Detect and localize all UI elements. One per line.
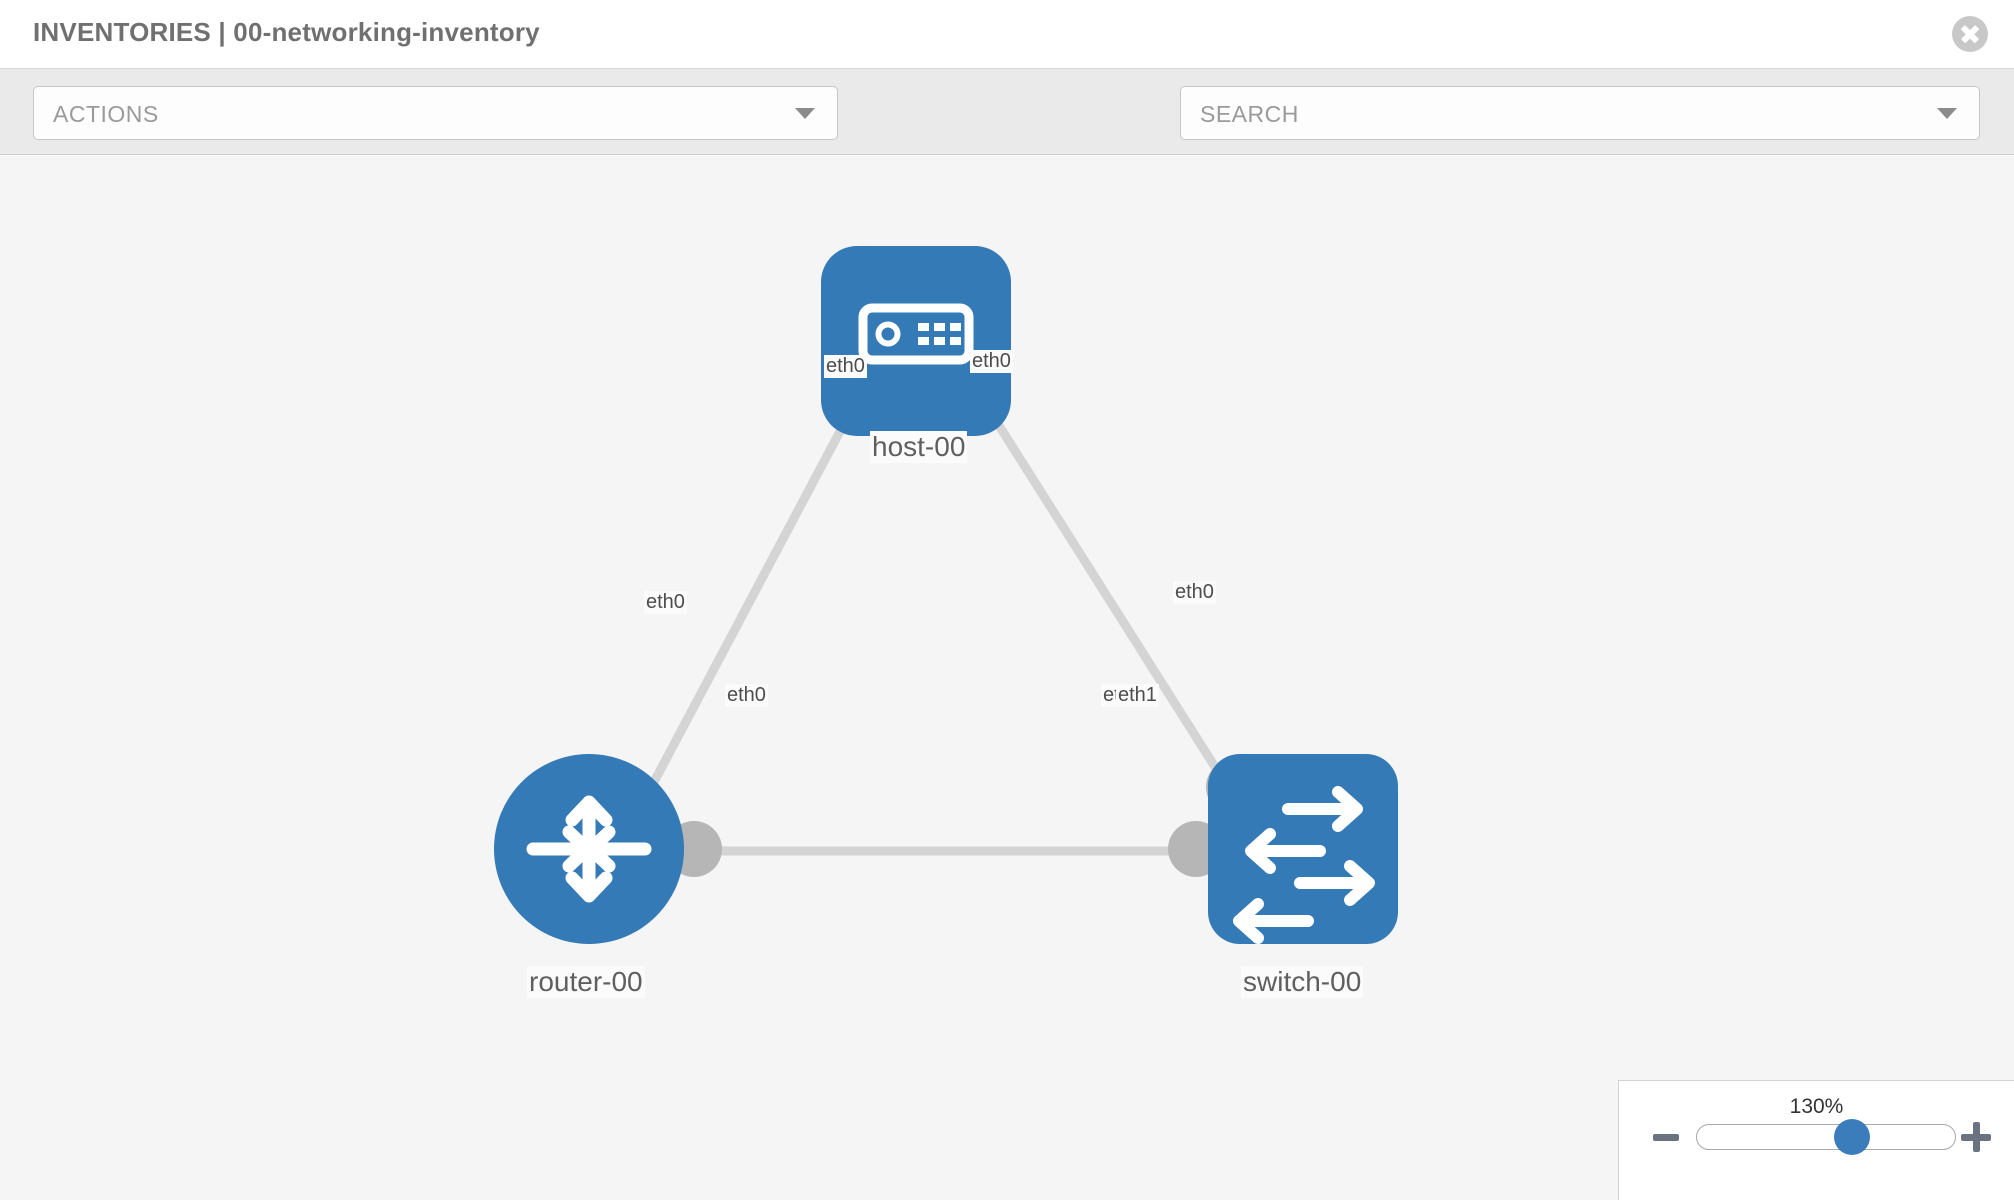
page-title: INVENTORIES | 00-networking-inventory bbox=[33, 17, 540, 47]
topology-graph bbox=[494, 246, 1398, 944]
switch-arrows-icon bbox=[1233, 786, 1375, 944]
zoom-level-label: 130% bbox=[1789, 1095, 1844, 1118]
actions-dropdown-label: ACTIONS bbox=[53, 101, 159, 127]
zoom-slider-thumb[interactable] bbox=[1833, 1119, 1870, 1155]
topology-canvas[interactable]: eth0 eth0 eth0 eth0 eth0 eth0 eth1 host-… bbox=[0, 156, 2014, 1200]
close-icon[interactable] bbox=[1952, 16, 1988, 52]
node-label-host-00: host-00 bbox=[870, 431, 968, 464]
node-label-switch-00: switch-00 bbox=[1241, 966, 1364, 999]
edge-label-host-right-eth0: eth0 bbox=[970, 350, 1013, 373]
edge-label-switch-eth0-up: eth0 bbox=[1173, 581, 1216, 604]
server-appliance-icon bbox=[858, 303, 974, 365]
toolbar: ACTIONS SEARCH bbox=[0, 69, 2014, 199]
search-input[interactable]: SEARCH bbox=[1180, 86, 1980, 140]
link-host-router bbox=[616, 353, 884, 849]
router-arrows-icon bbox=[526, 795, 652, 903]
node-host-00 bbox=[821, 246, 1011, 436]
node-label-router-00: router-00 bbox=[527, 966, 645, 999]
search-placeholder: SEARCH bbox=[1200, 101, 1299, 127]
actions-dropdown[interactable]: ACTIONS bbox=[33, 86, 838, 140]
edge-label-host-left-eth0: eth0 bbox=[824, 355, 867, 378]
zoom-slider[interactable] bbox=[1696, 1119, 1956, 1155]
page-header: INVENTORIES | 00-networking-inventory bbox=[0, 0, 2014, 69]
edge-label-switch-eth1: eth1 bbox=[1116, 684, 1159, 707]
chevron-down-icon bbox=[795, 108, 815, 119]
node-switch-00 bbox=[1208, 754, 1398, 944]
edge-label-router-eth0-up: eth0 bbox=[644, 591, 687, 614]
minus-icon[interactable] bbox=[1653, 1134, 1679, 1141]
zoom-control-panel: 130% bbox=[1618, 1080, 2014, 1200]
edge-label-router-eth0-right: eth0 bbox=[725, 684, 768, 707]
node-router-00 bbox=[494, 754, 684, 944]
link-host-switch bbox=[951, 353, 1269, 849]
chevron-down-icon bbox=[1937, 108, 1957, 119]
plus-icon[interactable] bbox=[1961, 1122, 1991, 1152]
